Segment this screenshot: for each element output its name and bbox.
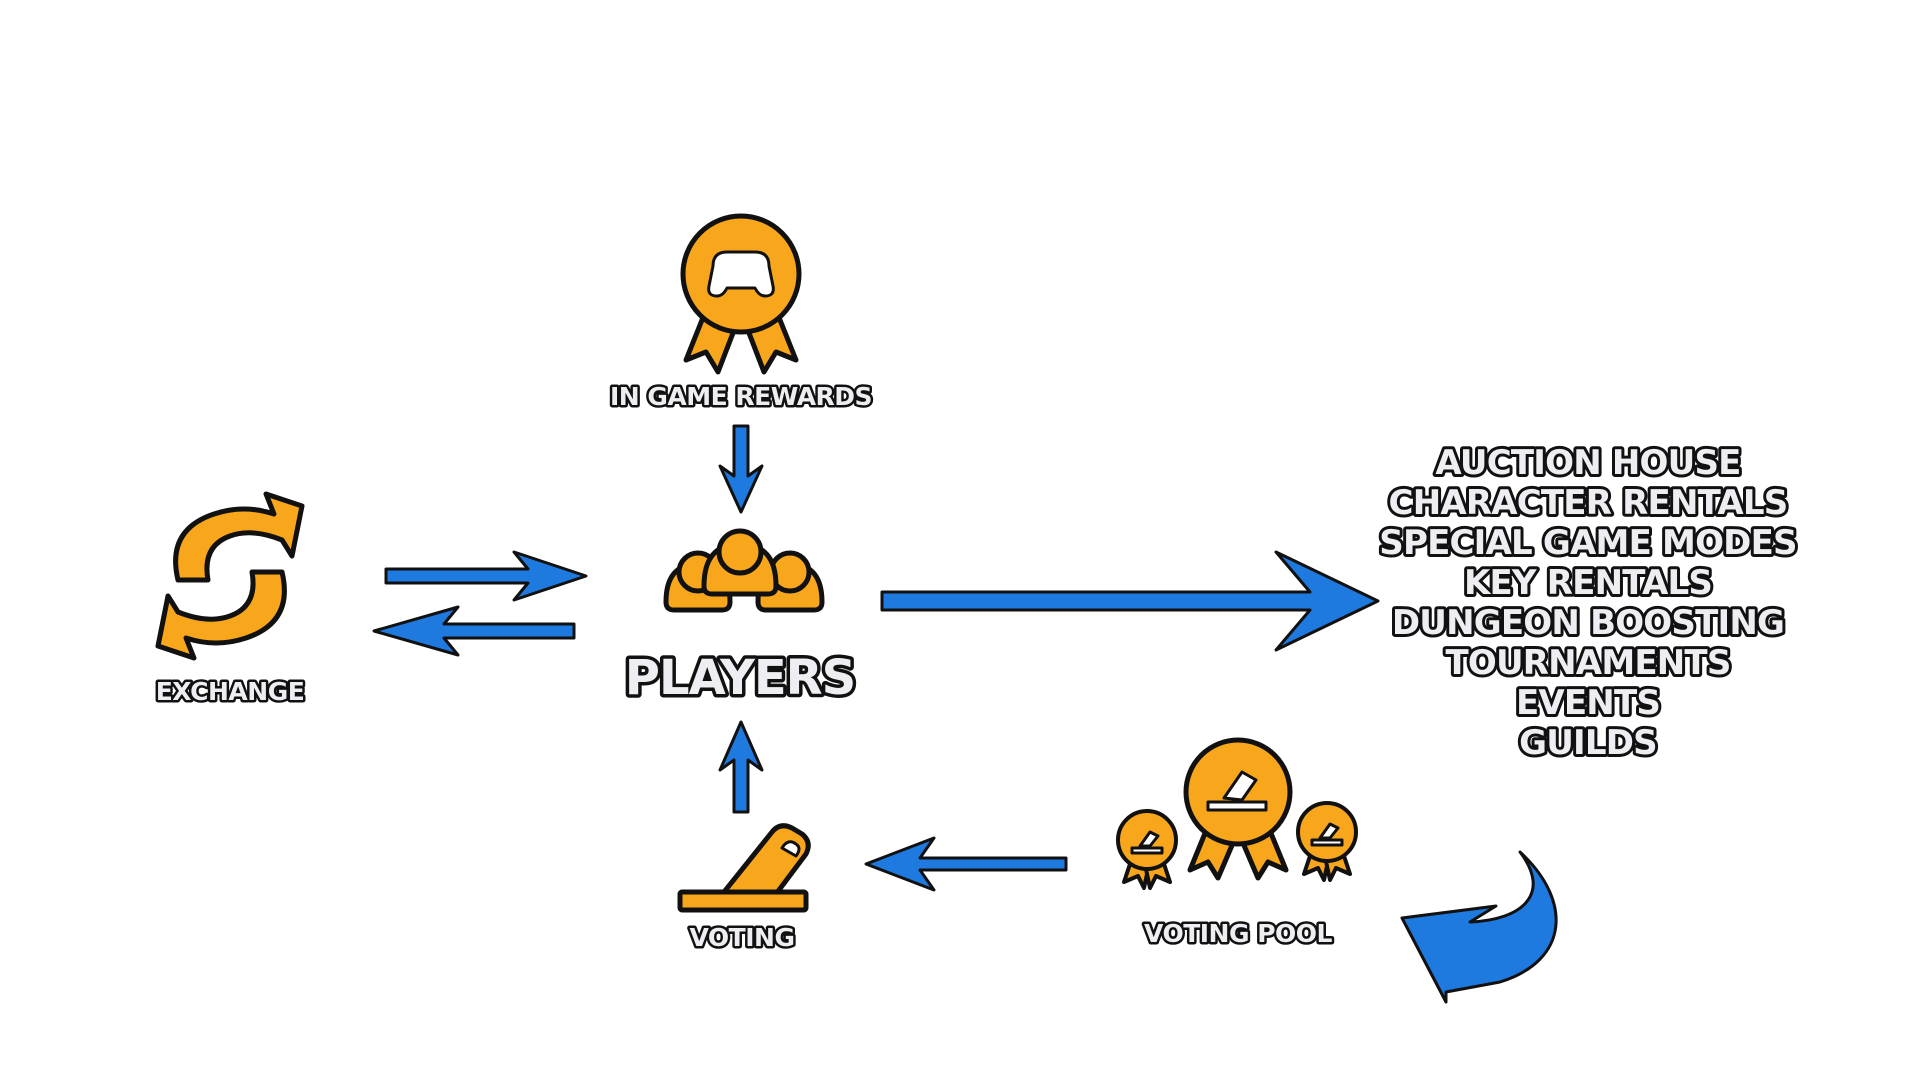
exchange-cycle-icon (155, 491, 305, 661)
rewards-label: IN GAME REWARDS (610, 382, 872, 411)
arrow-players-to-activities (880, 550, 1380, 652)
activity-item: AUCTION HOUSE (1435, 443, 1740, 483)
voting-pool-label: VOTING POOL (1144, 919, 1332, 948)
arrow-rewards-to-players (718, 424, 764, 514)
activity-item: CHARACTER RENTALS (1389, 483, 1788, 523)
controller-medal-icon (680, 213, 802, 375)
arrow-players-to-exchange (372, 605, 576, 657)
activity-item: GUILDS (1519, 723, 1657, 763)
players-label: PLAYERS (625, 650, 855, 706)
arrow-exchange-to-players (384, 550, 588, 602)
activity-item: DUNGEON BOOSTING (1392, 603, 1784, 643)
ballot-medals-icon (1116, 737, 1358, 890)
exchange-label: EXCHANGE (156, 677, 305, 706)
activity-item: KEY RENTALS (1464, 563, 1712, 603)
curved-arrow-activities-to-pool (1400, 850, 1558, 1004)
arrow-pool-to-voting (864, 836, 1068, 892)
activity-item: TOURNAMENTS (1445, 643, 1730, 683)
ballot-box-icon (677, 823, 811, 913)
activity-item: SPECIAL GAME MODES (1379, 523, 1796, 563)
voting-label: VOTING (690, 923, 795, 952)
players-group-icon (663, 528, 825, 613)
activity-item: EVENTS (1516, 683, 1660, 723)
activities-list: AUCTION HOUSE CHARACTER RENTALS SPECIAL … (1376, 440, 1800, 766)
arrow-voting-to-players (718, 720, 764, 814)
